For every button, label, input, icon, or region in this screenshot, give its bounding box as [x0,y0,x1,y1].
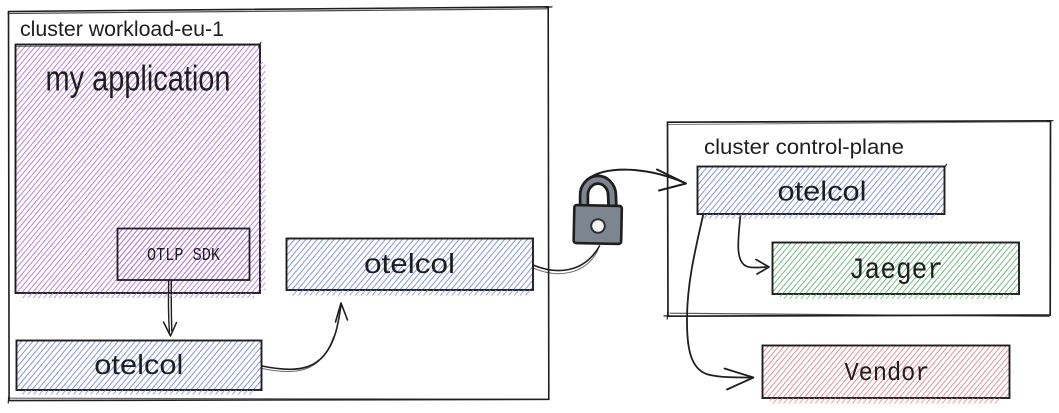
svg-text:otelcol: otelcol [364,248,455,279]
svg-text:my application: my application [46,58,231,99]
svg-text:Jaeger: Jaeger [849,254,943,288]
svg-text:otelcol: otelcol [778,176,867,207]
svg-text:Vendor: Vendor [845,358,930,388]
svg-text:cluster workload-eu-1: cluster workload-eu-1 [20,18,224,41]
svg-text:otelcol: otelcol [94,349,183,380]
svg-text:cluster control-plane: cluster control-plane [704,136,904,159]
svg-text:OTLP SDK: OTLP SDK [147,246,220,266]
